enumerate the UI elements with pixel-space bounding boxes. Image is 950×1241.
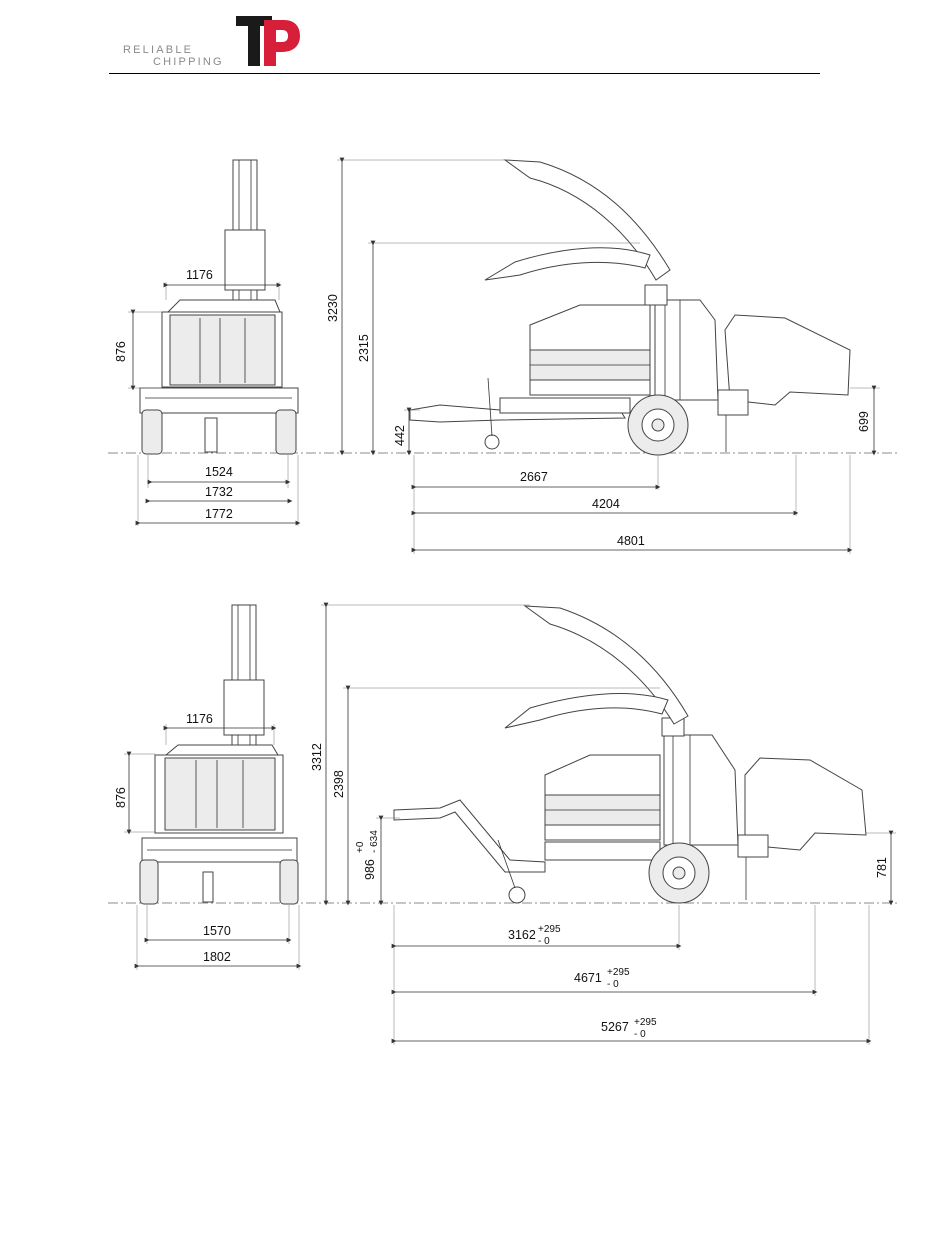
tol-bottom-side-986-plus: +0 (355, 841, 366, 853)
tol-bottom-side-986-minus: - 634 (369, 830, 380, 853)
tol-bottom-side-4671-plus: +295 (607, 967, 630, 978)
top-side-view (410, 160, 850, 455)
dim-bottom-side-4671: 4671 (574, 971, 602, 985)
dim-bottom-front-1570: 1570 (203, 924, 231, 938)
dim-top-side-3230: 3230 (326, 294, 340, 322)
dim-bottom-side-986: 986 (363, 859, 377, 880)
dim-top-side-699: 699 (857, 411, 871, 432)
dim-bottom-front-876: 876 (114, 787, 128, 808)
dim-top-front-1176: 1176 (186, 268, 213, 282)
dim-bottom-front-1176: 1176 (186, 712, 213, 726)
dim-bottom-side-3312: 3312 (310, 743, 324, 771)
dim-top-side-442: 442 (393, 425, 407, 446)
tol-bottom-side-3162-minus: - 0 (538, 936, 550, 947)
dim-top-front-876: 876 (114, 341, 128, 362)
dim-bottom-side-5267: 5267 (601, 1020, 629, 1034)
bottom-side-view (394, 606, 866, 903)
dim-bottom-front-1802: 1802 (203, 950, 231, 964)
tol-bottom-side-5267-plus: +295 (634, 1017, 657, 1028)
dim-top-side-4204: 4204 (592, 497, 620, 511)
dim-bottom-side-781: 781 (875, 857, 889, 878)
dim-top-side-2667: 2667 (520, 470, 548, 484)
dim-bottom-side-3162: 3162 (508, 928, 536, 942)
dim-top-side-2315: 2315 (357, 334, 371, 362)
tol-bottom-side-4671-minus: - 0 (607, 979, 619, 990)
dim-top-front-1772: 1772 (205, 507, 233, 521)
dim-top-front-1524: 1524 (205, 465, 233, 479)
tol-bottom-side-5267-minus: - 0 (634, 1029, 646, 1040)
tol-bottom-side-3162-plus: +295 (538, 924, 561, 935)
dim-bottom-side-2398: 2398 (332, 770, 346, 798)
dim-top-front-1732: 1732 (205, 485, 233, 499)
dim-top-side-4801: 4801 (617, 534, 645, 548)
